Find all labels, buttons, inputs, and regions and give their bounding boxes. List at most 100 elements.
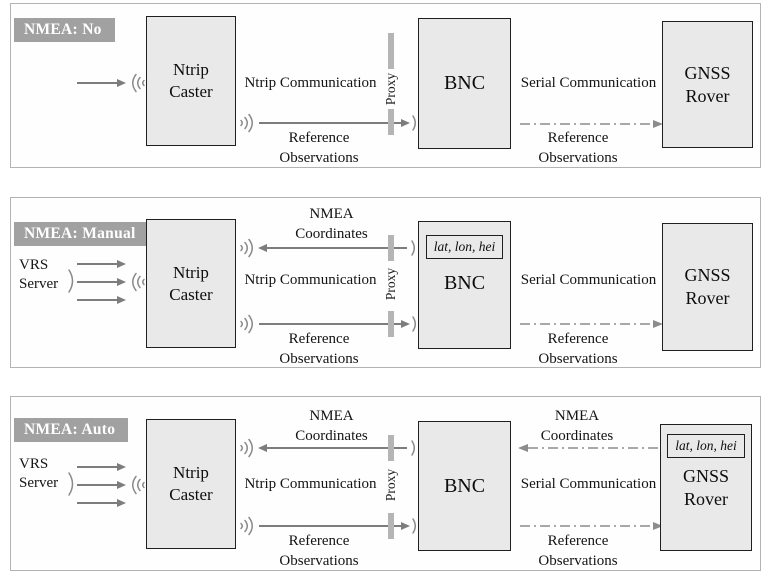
vrs-arrow-line: [77, 466, 117, 468]
gnss-rover-label-line2: Rover: [685, 288, 730, 308]
ref-obs-line1: Reference: [547, 130, 609, 146]
nmea-coordinates-label: NMEA Coordinates: [517, 406, 637, 446]
ref-obs-line2: Observations: [538, 150, 618, 166]
serial-communication-label: Serial Communication: [520, 476, 657, 492]
vrs-line2: Server: [19, 276, 59, 292]
ntrip-link-arrow-head: [401, 119, 410, 127]
gnss-rover-label-line2: Rover: [684, 489, 728, 509]
ntrip-communication-label: Ntrip Communication: [244, 476, 377, 492]
bnc-label: BNC: [443, 272, 486, 294]
ref-obs-line2: Observations: [279, 150, 359, 166]
broadcast-signal-icon: [240, 438, 253, 458]
vrs-arrow-line: [77, 484, 117, 486]
reference-observations-label: Reference Observations: [259, 128, 379, 168]
vrs-arrow-head: [117, 260, 126, 268]
nmea-mode-badge: NMEA: Manual: [14, 222, 149, 246]
ntrip-communication-label: Ntrip Communication: [244, 75, 377, 91]
ref-obs-line2: Observations: [279, 553, 359, 569]
panel-nmea-no: NMEA: No Ntrip Caster Ntrip Communicatio…: [10, 3, 761, 168]
ntrip-caster-label-line2: Caster: [169, 82, 213, 101]
nmea-coords-line1: NMEA: [554, 408, 600, 424]
nmea-coords-line2: Coordinates: [295, 226, 368, 242]
vrs-line2: Server: [19, 475, 59, 491]
vrs-line1: VRS: [19, 257, 49, 273]
broadcast-signal-icon: [240, 314, 253, 334]
ntrip-caster-box: Ntrip Caster: [146, 419, 236, 549]
vrs-arrow-line: [77, 299, 117, 301]
ntrip-caster-box: Ntrip Caster: [146, 16, 236, 146]
ntrip-link-line: [259, 525, 401, 527]
serial-link-arrow: [520, 320, 663, 328]
bnc-box: BNC: [418, 421, 511, 551]
reference-observations-label: Reference Observations: [259, 531, 379, 571]
gnss-rover-box: lat, lon, hei GNSS Rover: [660, 424, 752, 551]
receiver-paren-icon: [412, 316, 416, 332]
receive-signal-icon: [132, 73, 145, 93]
nmea-mode-badge: NMEA: Auto: [14, 418, 129, 442]
ref-obs-line1: Reference: [288, 533, 350, 549]
serial-communication-label: Serial Communication: [520, 272, 657, 288]
reference-observations-label: Reference Observations: [518, 531, 638, 571]
proxy-bar-top: [388, 33, 394, 69]
proxy-bar-top: [388, 235, 394, 261]
nmea-link-arrow-head: [258, 444, 267, 452]
ref-obs-line2: Observations: [538, 351, 618, 367]
ntrip-link-arrow-head: [401, 522, 410, 530]
ref-obs-line2: Observations: [538, 553, 618, 569]
vrs-arrow-head: [117, 463, 126, 471]
vrs-server-label: VRS Server: [19, 455, 73, 493]
nmea-link-line: [267, 247, 407, 249]
vrs-arrow-head: [117, 481, 126, 489]
bnc-box: BNC: [418, 18, 511, 149]
nmea-coords-line2: Coordinates: [295, 428, 368, 444]
ref-obs-line1: Reference: [288, 130, 350, 146]
proxy-bar-top: [388, 435, 394, 461]
gnss-rover-label-line1: GNSS: [682, 466, 730, 486]
proxy-bar-bottom: [388, 109, 394, 135]
reference-observations-label: Reference Observations: [518, 128, 638, 168]
receive-signal-icon: [132, 272, 145, 292]
input-arrow-head: [117, 79, 126, 87]
vrs-paren-icon: [68, 269, 74, 293]
nmea-coords-line1: NMEA: [309, 408, 354, 424]
receiver-paren-icon: [411, 440, 415, 456]
broadcast-signal-icon: [240, 113, 253, 133]
ntrip-link-line: [259, 122, 401, 124]
proxy-bar-bottom: [388, 513, 394, 539]
ntrip-caster-label-line1: Ntrip: [173, 60, 209, 79]
gnss-rover-label-line2: Rover: [685, 85, 730, 106]
broadcast-signal-icon: [240, 516, 253, 536]
bnc-coordinates-box: lat, lon, hei: [425, 235, 504, 259]
ntrip-caster-box: Ntrip Caster: [146, 219, 236, 348]
nmea-coords-line2: Coordinates: [540, 428, 614, 444]
bnc-box: lat, lon, hei BNC: [418, 221, 511, 349]
nmea-serial-link-arrow: [518, 444, 663, 452]
ref-obs-line1: Reference: [288, 331, 350, 347]
vrs-arrow-head: [117, 296, 126, 304]
vrs-server-label: VRS Server: [19, 256, 73, 294]
panel-nmea-manual: NMEA: Manual VRS Server Ntrip Caster NME…: [10, 197, 761, 368]
vrs-arrow-line: [77, 502, 117, 504]
vrs-arrow-line: [77, 263, 117, 265]
vrs-line1: VRS: [19, 456, 49, 472]
serial-link-arrow: [520, 522, 663, 530]
panel-nmea-auto: NMEA: Auto VRS Server Ntrip Caster NMEA …: [10, 396, 761, 571]
vrs-arrow-line: [77, 281, 117, 283]
serial-communication-label: Serial Communication: [520, 75, 657, 91]
nmea-coordinates-label: NMEA Coordinates: [269, 204, 394, 244]
ref-obs-line1: Reference: [547, 533, 609, 549]
nmea-coordinates-label: NMEA Coordinates: [269, 406, 394, 446]
gnss-rover-box: GNSS Rover: [662, 223, 753, 351]
ntrip-link-arrow-head: [401, 320, 410, 328]
gnss-rover-box: GNSS Rover: [662, 21, 753, 148]
nmea-link-line: [267, 447, 407, 449]
reference-observations-label: Reference Observations: [259, 329, 379, 369]
gnss-rover-label-line1: GNSS: [684, 62, 731, 83]
input-arrow-line: [77, 82, 117, 84]
bnc-label: BNC: [443, 72, 486, 94]
nmea-link-arrow-head: [258, 244, 267, 252]
ref-obs-line2: Observations: [279, 351, 359, 367]
serial-link-arrow: [520, 120, 663, 128]
receiver-paren-icon: [412, 518, 416, 534]
nmea-mode-badge: NMEA: No: [14, 18, 115, 42]
